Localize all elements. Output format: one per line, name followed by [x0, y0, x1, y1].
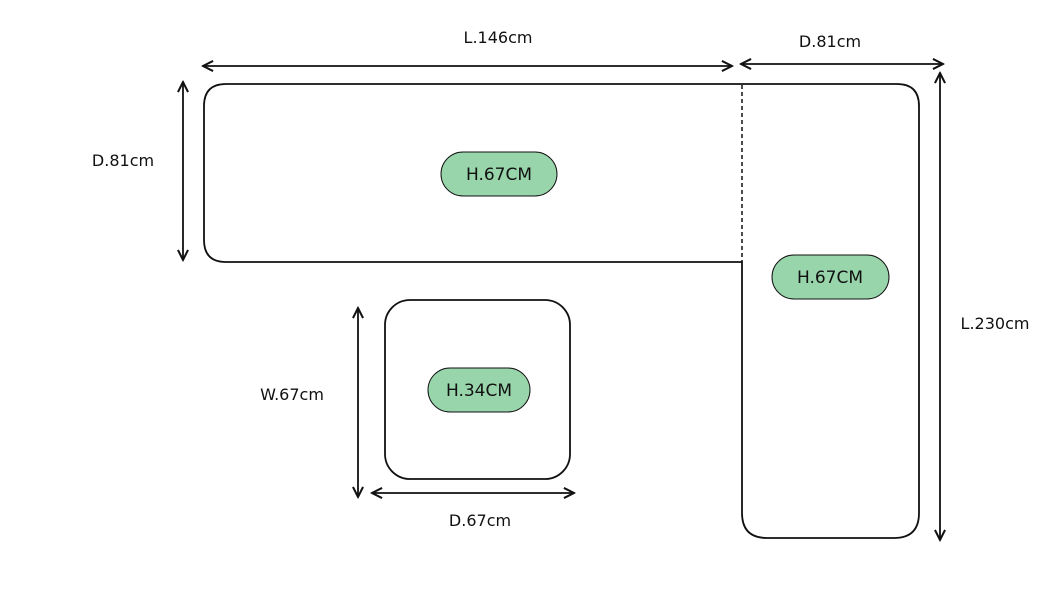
length-label-vertical-section: L.230cm — [961, 314, 1030, 333]
height-label: H.67CM — [797, 268, 863, 288]
depth-label-vertical-section: D.81cm — [799, 32, 861, 51]
height-label: H.67CM — [466, 165, 532, 185]
depth-label-horizontal-section: D.81cm — [92, 151, 154, 170]
width-label-ottoman: W.67cm — [260, 385, 324, 404]
height-badge-ottoman: H.34CM — [427, 367, 531, 413]
height-badge-vertical: H.67CM — [771, 254, 890, 300]
height-label: H.34CM — [446, 381, 512, 401]
depth-label-ottoman: D.67cm — [449, 511, 511, 530]
height-badge-horizontal: H.67CM — [440, 151, 558, 197]
sofa-outline — [203, 83, 920, 539]
length-label-horizontal: L.146cm — [464, 28, 533, 47]
